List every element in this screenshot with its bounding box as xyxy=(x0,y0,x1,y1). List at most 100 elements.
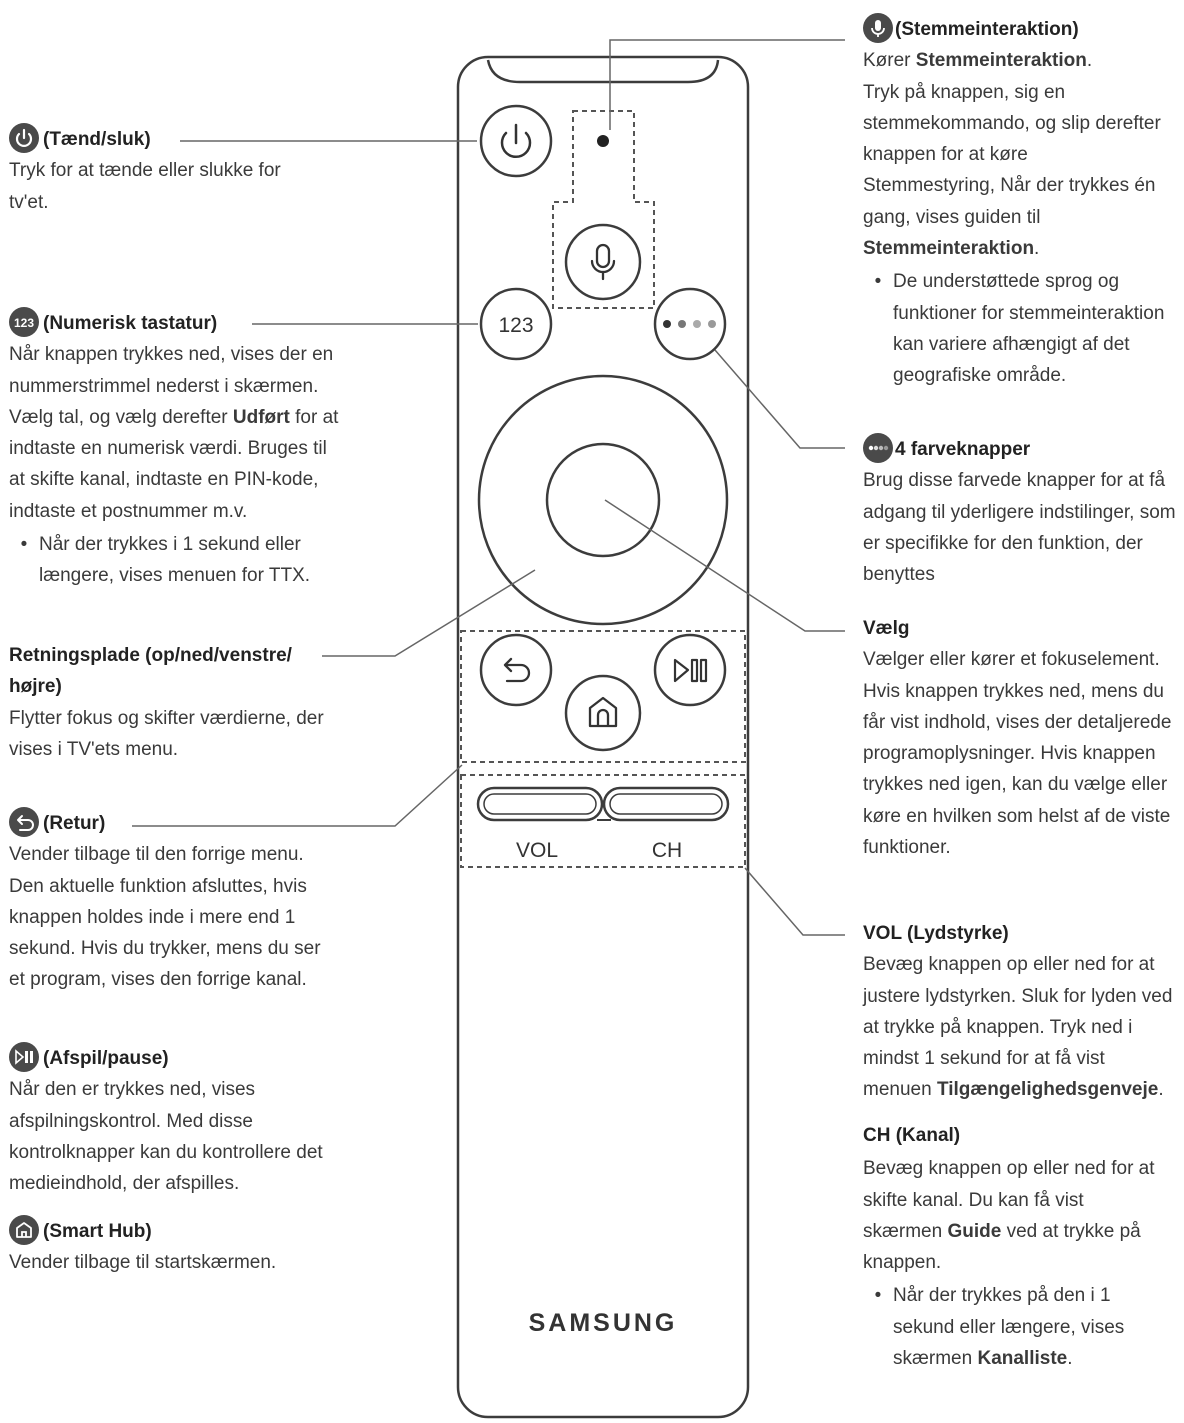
voice-area-outline xyxy=(552,110,655,309)
voice-line1-pre: Kører xyxy=(863,50,916,72)
numeric-button[interactable]: 123 xyxy=(479,287,553,361)
leader-select xyxy=(604,499,845,632)
voice-heading: (Stemmeinteraktion) xyxy=(863,12,1181,45)
microphone-icon xyxy=(590,243,616,281)
ch-rocker[interactable] xyxy=(602,786,730,822)
numeric-description: Når knappen trykkes ned, vises der en nu… xyxy=(9,339,339,527)
power-heading-text: (Tænd/sluk) xyxy=(43,129,151,150)
numeric-text-post: for at indtaste en numerisk værdi. Bruge… xyxy=(9,406,339,522)
return-heading: (Retur) xyxy=(9,806,339,839)
numeric-text-pre: Når knappen trykkes ned, vises der en nu… xyxy=(9,344,334,428)
color-dot-1 xyxy=(663,320,671,328)
power-heading: (Tænd/sluk) xyxy=(9,122,319,155)
color-buttons-icon xyxy=(863,432,893,463)
ch-text-bold: Guide xyxy=(947,1220,1002,1242)
return-button[interactable] xyxy=(479,633,553,707)
voice-bullet: •De understøttede sprog og funktioner fo… xyxy=(863,266,1181,391)
svg-text:123: 123 xyxy=(14,316,34,330)
smarthub-description: Vender tilbage til startskærmen. xyxy=(9,1252,277,1274)
brand-logo: SAMSUNG xyxy=(529,1309,678,1337)
play-pause-icon xyxy=(9,1041,39,1072)
select-description: Vælger eller kører et fokuselement. Hvis… xyxy=(863,649,1172,859)
ch-bullet: •Når der trykkes på den i 1 sekund eller… xyxy=(863,1280,1163,1374)
numeric-text-bold: Udført xyxy=(232,406,290,428)
home-icon xyxy=(9,1214,39,1245)
color-heading-text: 4 farveknapper xyxy=(895,439,1031,460)
direction-callout: Retningsplade (op/ned/venstre/ højre) Fl… xyxy=(9,640,329,765)
voice-line1-post: . xyxy=(1086,50,1093,72)
play-pause-icon xyxy=(673,658,708,683)
smarthub-heading-text: (Smart Hub) xyxy=(43,1221,152,1242)
play-description: Når den er trykkes ned, vises afspilning… xyxy=(9,1079,323,1195)
power-icon xyxy=(500,123,532,159)
voice-button[interactable] xyxy=(564,223,642,301)
vol-heading: VOL (Lydstyrke) xyxy=(863,923,1009,944)
vol-callout: VOL (Lydstyrke) Bevæg knappen op eller n… xyxy=(863,918,1178,1106)
numeric-heading-text: (Numerisk tastatur) xyxy=(43,313,218,334)
select-heading: Vælg xyxy=(863,618,910,639)
ch-bullet-pre: Når der trykkes på den i 1 sekund eller … xyxy=(893,1285,1125,1370)
vol-text-bold: Tilgængelighedsgenveje xyxy=(936,1079,1159,1101)
voice-text-post: . xyxy=(1034,238,1040,260)
ch-label: CH xyxy=(652,839,682,862)
voice-heading-text: (Stemmeinteraktion) xyxy=(895,19,1079,40)
leader-color xyxy=(714,349,845,449)
power-icon xyxy=(9,122,39,153)
power-description: Tryk for at tænde eller slukke for tv'et… xyxy=(9,160,281,213)
voice-line1: Kører Stemmeinteraktion. xyxy=(863,45,1181,76)
ch-description: Bevæg knappen op eller ned for at skifte… xyxy=(863,1153,1163,1278)
smarthub-callout: (Smart Hub) Vender tilbage til startskær… xyxy=(9,1214,339,1279)
direction-description: Flytter fokus og skifter værdierne, der … xyxy=(9,707,324,760)
color-callout: 4 farveknapper Brug disse farvede knappe… xyxy=(863,432,1184,590)
smart-hub-button[interactable] xyxy=(564,674,642,752)
voice-description: Tryk på knappen, sig en stemmekommando, … xyxy=(863,77,1163,265)
numeric-button-label: 123 xyxy=(498,314,533,337)
return-icon xyxy=(9,806,39,837)
play-pause-button[interactable] xyxy=(653,633,727,707)
smarthub-heading: (Smart Hub) xyxy=(9,1214,339,1247)
microphone-hole xyxy=(597,135,609,147)
return-heading-text: (Retur) xyxy=(43,813,106,834)
return-icon xyxy=(503,657,531,683)
power-button[interactable] xyxy=(479,104,553,178)
direction-heading: Retningsplade (op/ned/venstre/ højre) xyxy=(9,645,292,698)
select-button[interactable] xyxy=(545,442,661,558)
power-callout: (Tænd/sluk) Tryk for at tænde eller sluk… xyxy=(9,122,319,218)
voice-bullet-text: De understøttede sprog og funktioner for… xyxy=(893,271,1165,387)
voice-callout: (Stemmeinteraktion) Kører Stemmeinterakt… xyxy=(863,12,1181,392)
ch-text-pre: Bevæg knappen op eller ned for at skifte… xyxy=(863,1158,1155,1242)
numeric-callout: 123 (Numerisk tastatur) Når knappen trykk… xyxy=(9,306,339,592)
color-description: Brug disse farvede knapper for at få adg… xyxy=(863,470,1176,586)
vol-rocker[interactable] xyxy=(476,786,604,822)
vol-ch-area-outline xyxy=(460,774,746,868)
remote-body xyxy=(456,55,750,1419)
vol-label: VOL xyxy=(516,839,558,862)
remote-top-notch xyxy=(486,59,720,84)
ch-bullet-text: Når der trykkes på den i 1 sekund eller … xyxy=(893,1280,1163,1374)
vol-text-post: . xyxy=(1158,1079,1164,1101)
select-callout: Vælg Vælger eller kører et fokuselement.… xyxy=(863,613,1184,863)
home-icon xyxy=(588,696,618,728)
numeric-heading: 123 (Numerisk tastatur) xyxy=(9,306,339,339)
color-buttons[interactable] xyxy=(653,287,727,361)
color-dot-3 xyxy=(693,320,701,328)
ch-callout: CH (Kanal) Bevæg knappen op eller ned fo… xyxy=(863,1120,1163,1374)
123-icon: 123 xyxy=(9,306,39,337)
return-description: Vender tilbage til den forrige menu. Den… xyxy=(9,844,321,991)
voice-text-pre: Tryk på knappen, sig en stemmekommando, … xyxy=(863,81,1161,228)
leader-direction xyxy=(322,569,536,657)
voice-line1-bold: Stemmeinteraktion xyxy=(915,50,1087,72)
play-heading-text: (Afspil/pause) xyxy=(43,1048,169,1069)
leader-voice xyxy=(609,39,845,130)
voice-text-bold: Stemmeinteraktion xyxy=(863,238,1035,260)
ch-heading: CH (Kanal) xyxy=(863,1125,961,1146)
color-dot-4 xyxy=(708,320,716,328)
numeric-bullet-text: Når der trykkes i 1 sekund eller længere… xyxy=(39,534,311,587)
vol-text-pre: Bevæg knappen op eller ned for at juster… xyxy=(863,954,1173,1101)
color-dot-2 xyxy=(678,320,686,328)
color-heading: 4 farveknapper xyxy=(863,432,1184,465)
ch-text-post: ved at trykke på knappen. xyxy=(863,1220,1141,1274)
return-callout: (Retur) Vender tilbage til den forrige m… xyxy=(9,806,339,996)
ch-bullet-bold: Kanalliste xyxy=(977,1348,1068,1370)
